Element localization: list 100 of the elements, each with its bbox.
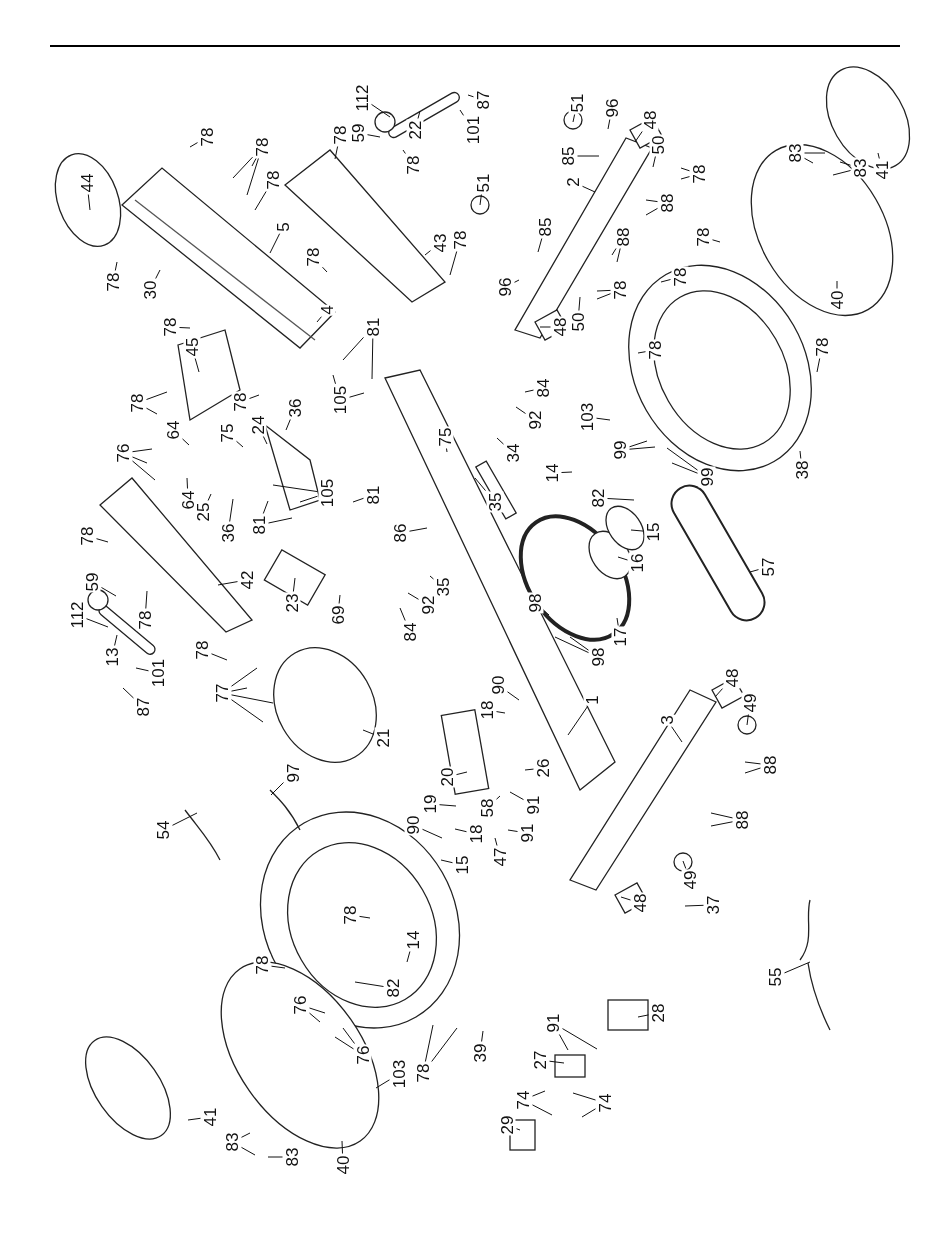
leader-line	[207, 493, 212, 501]
callout-number: 78	[694, 226, 712, 248]
callout-number: 4	[318, 304, 336, 316]
leader-line	[86, 618, 109, 628]
callout-number: 88	[658, 192, 676, 214]
leader-line	[804, 157, 814, 164]
leader-line	[406, 951, 411, 963]
leader-line	[87, 194, 91, 211]
leader-line	[249, 394, 260, 399]
callout-number: 18	[467, 823, 485, 845]
callout-number: 45	[183, 336, 201, 358]
leader-line	[629, 440, 648, 448]
callout-number: 78	[414, 1062, 432, 1084]
leader-line	[671, 726, 683, 743]
leader-line	[514, 279, 520, 283]
leader-line	[744, 761, 761, 765]
leader-line	[341, 1140, 343, 1154]
leader-line	[637, 1014, 649, 1018]
leader-line	[232, 156, 253, 179]
leader-line	[616, 617, 619, 626]
leader-line	[712, 239, 721, 243]
callout-number: 50	[569, 311, 587, 333]
leader-line	[338, 594, 341, 604]
leader-line	[572, 114, 576, 123]
callout-number: 59	[83, 571, 101, 593]
leader-line	[375, 1079, 390, 1089]
callout-number: 92	[526, 409, 544, 431]
leader-line	[572, 1092, 596, 1101]
leader-line	[496, 437, 504, 445]
callout-number: 21	[374, 727, 392, 749]
leader-line	[637, 351, 646, 354]
leader-line	[189, 142, 198, 148]
callout-number: 58	[478, 797, 496, 819]
callout-number: 25	[194, 501, 212, 523]
callout-number: 98	[526, 592, 544, 614]
leader-line	[630, 529, 644, 532]
leader-line	[352, 497, 364, 503]
leader-line	[645, 199, 658, 203]
leader-line	[710, 812, 733, 819]
leader-line	[744, 767, 761, 774]
leader-line	[316, 316, 322, 323]
callout-number: 19	[421, 793, 439, 815]
callout-number: 87	[134, 696, 152, 718]
leader-line	[582, 185, 596, 193]
callout-number: 29	[498, 1114, 516, 1136]
leader-line	[496, 711, 506, 714]
leader-line	[186, 477, 188, 489]
leader-line	[454, 828, 467, 833]
callout-number: 92	[419, 594, 437, 616]
callout-number: 30	[141, 279, 159, 301]
callout-number: 99	[698, 466, 716, 488]
leader-line	[567, 706, 588, 736]
leader-line	[271, 965, 286, 969]
callout-number: 40	[334, 1154, 352, 1176]
callout-number: 48	[631, 892, 649, 914]
callout-number: 90	[489, 674, 507, 696]
callout-number: 81	[250, 514, 268, 536]
callout-number: 1	[583, 694, 601, 706]
callout-number: 78	[264, 169, 282, 191]
callout-number: 74	[514, 1089, 532, 1111]
leader-line	[581, 1108, 596, 1118]
callout-number: 39	[471, 1042, 489, 1064]
callout-number: 83	[786, 142, 804, 164]
leader-line	[371, 338, 374, 380]
leader-line	[132, 456, 148, 464]
leader-line	[146, 391, 168, 400]
callout-number: 76	[354, 1044, 372, 1066]
callout-number: 78	[161, 316, 179, 338]
callout-number: 54	[154, 819, 172, 841]
leader-line	[554, 636, 589, 654]
callout-number: 51	[474, 172, 492, 194]
leader-line	[407, 592, 419, 600]
callout-number: 101	[464, 114, 482, 146]
leader-line	[561, 471, 573, 473]
leader-line	[309, 1007, 326, 1014]
callout-number: 42	[238, 569, 256, 591]
leader-line	[194, 358, 200, 373]
leader-line	[607, 119, 611, 130]
callout-number: 78	[253, 136, 271, 158]
callout-number: 26	[534, 757, 552, 779]
leader-line	[515, 406, 526, 414]
callout-number: 36	[286, 397, 304, 419]
callout-number: 78	[341, 904, 359, 926]
callout-number: 14	[543, 462, 561, 484]
leader-line	[496, 795, 501, 800]
callout-number: 112	[353, 83, 371, 113]
callout-number: 47	[491, 846, 509, 868]
callout-number: 78	[690, 163, 708, 185]
leader-line	[334, 1036, 354, 1050]
leader-line	[292, 577, 296, 592]
callout-number: 105	[331, 384, 349, 416]
callout-number: 88	[733, 809, 751, 831]
leader-line	[362, 729, 374, 735]
callout-number: 78	[611, 279, 629, 301]
callout-number: 78	[813, 336, 831, 358]
leader-line	[322, 266, 328, 273]
leader-line	[342, 1027, 355, 1044]
leader-line	[652, 156, 656, 168]
leader-line	[187, 1117, 201, 1121]
leader-line	[507, 829, 518, 832]
